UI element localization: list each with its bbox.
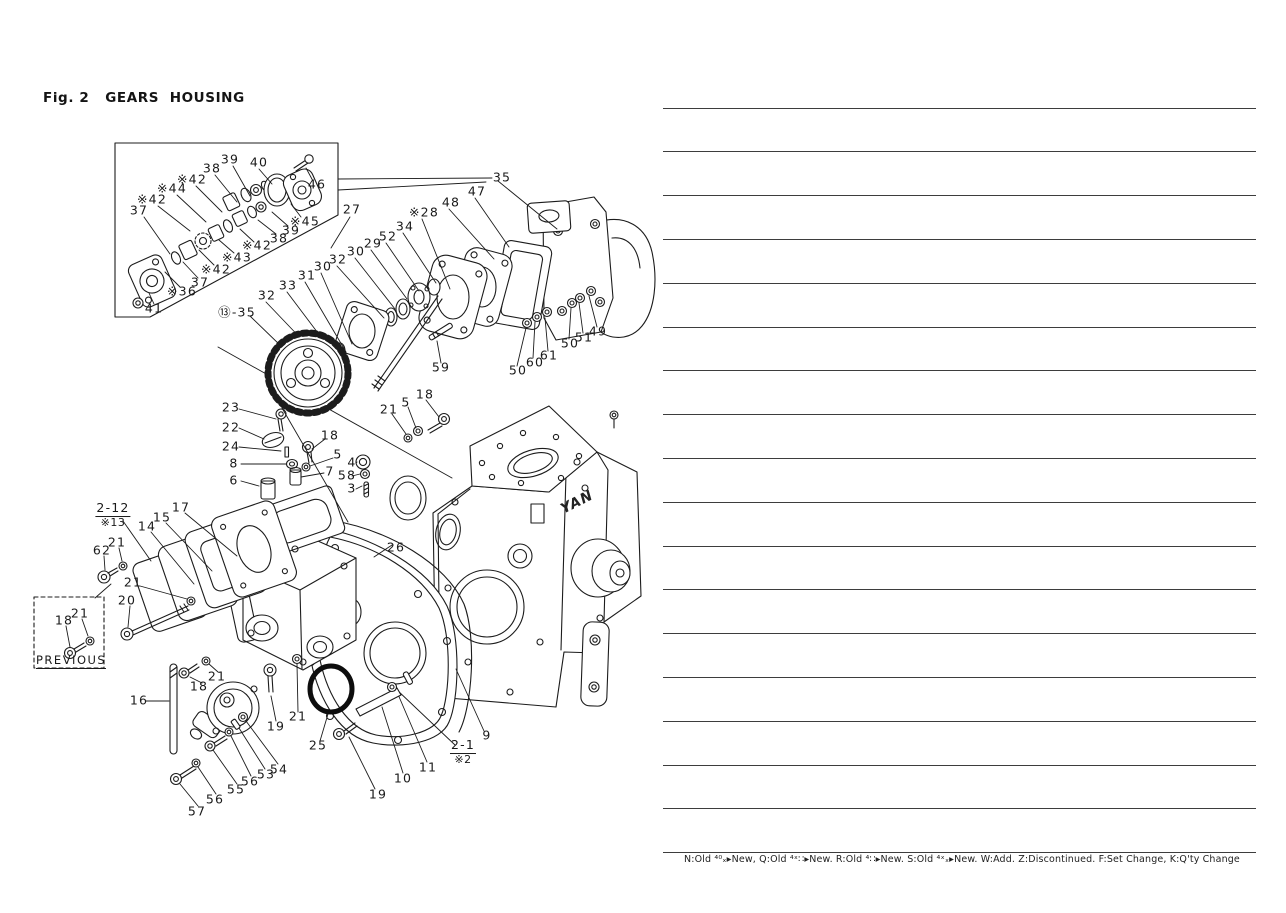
- ruled-line: [663, 238, 1256, 240]
- ruled-line: [663, 370, 1256, 372]
- gasket-26: [329, 519, 473, 733]
- ruled-line: [663, 501, 1256, 503]
- ruled-line: [663, 414, 1256, 416]
- ruled-line: [663, 633, 1256, 635]
- ruled-line: [663, 326, 1256, 328]
- figure-title: Fig. 2 GEARS HOUSING: [43, 90, 245, 106]
- ruled-line: [663, 545, 1256, 547]
- small-hardware: [63, 408, 451, 786]
- ruled-line: [663, 764, 1256, 766]
- exploded-diagram-drawing: YAN: [33, 142, 656, 807]
- ruled-line: [663, 589, 1256, 591]
- exploded-diagram: YAN: [33, 142, 656, 817]
- previous-box-label: PREVIOUS: [36, 653, 107, 669]
- ruled-line: [663, 720, 1256, 722]
- bracket-plate: [355, 687, 402, 717]
- ruled-line: [663, 151, 1256, 153]
- ruled-line: [663, 457, 1256, 459]
- ruled-line: [663, 852, 1256, 854]
- inset-assembly: [127, 154, 323, 309]
- oil-seal-ring: [307, 663, 355, 715]
- ruled-line: [663, 195, 1256, 197]
- footer-legend: N:Old ⁴⁰ₓ▸New, Q:Old ⁴ˣ∷▸New. R:Old ⁴∷▸N…: [684, 854, 1240, 865]
- inset-box: [114, 142, 339, 318]
- cam-gear: [264, 329, 352, 417]
- side-cover-plates: [132, 500, 297, 632]
- pump-assembly: [334, 196, 656, 392]
- ruled-line: [663, 676, 1256, 678]
- ruled-line: [663, 282, 1256, 284]
- ruled-line: [663, 107, 1256, 109]
- ruled-line: [663, 808, 1256, 810]
